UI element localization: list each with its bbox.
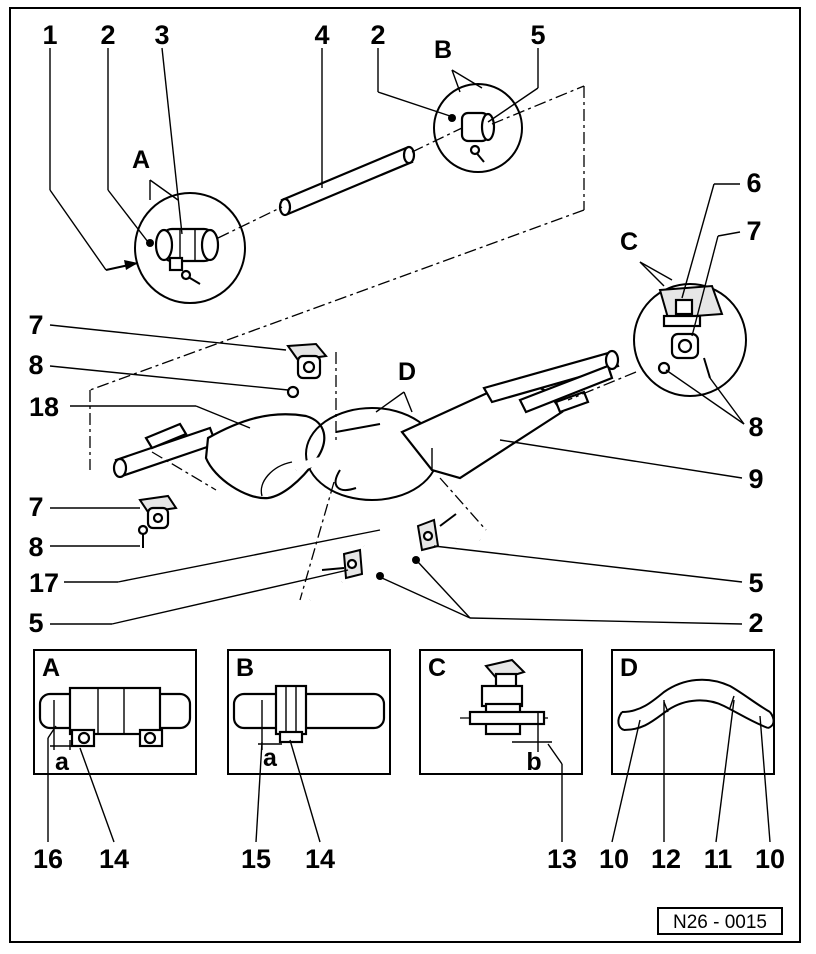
detail-circle-a [134,192,246,304]
callout-2-lower-right: 2 [748,608,763,638]
pipe-bend-17 [358,513,405,547]
clamp-right-5 [412,513,457,564]
callout-4: 4 [314,20,329,50]
svg-text:a: a [263,744,278,772]
leader-lines [49,47,745,625]
callout-5-left: 5 [28,608,43,638]
svg-text:N26 - 0015: N26 - 0015 [673,912,767,933]
callout-10-left: 10 [599,844,629,874]
callout-8-right: 8 [748,412,763,442]
hanger-upper [286,342,328,399]
callout-10-right: 10 [755,844,785,874]
svg-text:A: A [132,146,150,174]
callout-9: 9 [748,464,763,494]
svg-text:B: B [236,654,254,682]
callout-18: 18 [29,392,59,422]
svg-text:C: C [620,228,638,256]
callout-5-right: 5 [748,568,763,598]
callout-2-top-right: 2 [370,20,385,50]
callout-14-a: 14 [99,844,129,874]
callout-7-right: 7 [746,216,761,246]
callout-2-top-left: 2 [100,20,115,50]
bottom-leader-lines [47,699,771,843]
detail-circle-c [633,283,747,397]
callout-16: 16 [33,844,63,874]
clamp-left-5 [321,548,384,580]
svg-text:b: b [526,748,541,776]
callout-12: 12 [651,844,681,874]
callout-8-upper-left: 8 [28,350,43,380]
callout-7-lower-left: 7 [28,492,43,522]
detail-circle-b [433,83,523,173]
callout-5-top: 5 [530,20,545,50]
detail-marker-c: C [620,228,673,287]
svg-text:D: D [620,654,638,682]
detail-box-b: B a [227,649,391,775]
detail-marker-d: D [375,358,416,413]
callout-17: 17 [29,568,59,598]
callout-13: 13 [547,844,577,874]
detail-box-a: A a [33,649,197,776]
intermediate-pipe [278,145,416,217]
callout-7-upper-left: 7 [28,310,43,340]
callout-14-b: 14 [305,844,335,874]
reference-code-box: N26 - 0015 [657,907,783,935]
svg-text:B: B [434,36,452,64]
front-pipe [112,422,218,479]
callout-3: 3 [154,20,169,50]
svg-text:a: a [55,748,70,776]
callout-6: 6 [746,168,761,198]
svg-text:D: D [398,358,416,386]
detail-marker-b: B [434,36,483,93]
svg-text:C: C [428,654,446,682]
pipe-stub-lower-right [453,533,483,546]
callout-11: 11 [704,844,733,874]
diagram-frame [9,7,801,943]
svg-text:A: A [42,654,60,682]
callout-8-lower-left: 8 [28,532,43,562]
hanger-lower [137,494,178,548]
detail-box-d: D [611,649,775,775]
rear-silencer [400,349,620,480]
callout-15: 15 [241,844,271,874]
detail-marker-a: A [132,146,179,201]
detail-box-c: C b [419,649,583,776]
callout-1: 1 [42,20,57,50]
pipe-stub-lower-left [307,578,345,604]
